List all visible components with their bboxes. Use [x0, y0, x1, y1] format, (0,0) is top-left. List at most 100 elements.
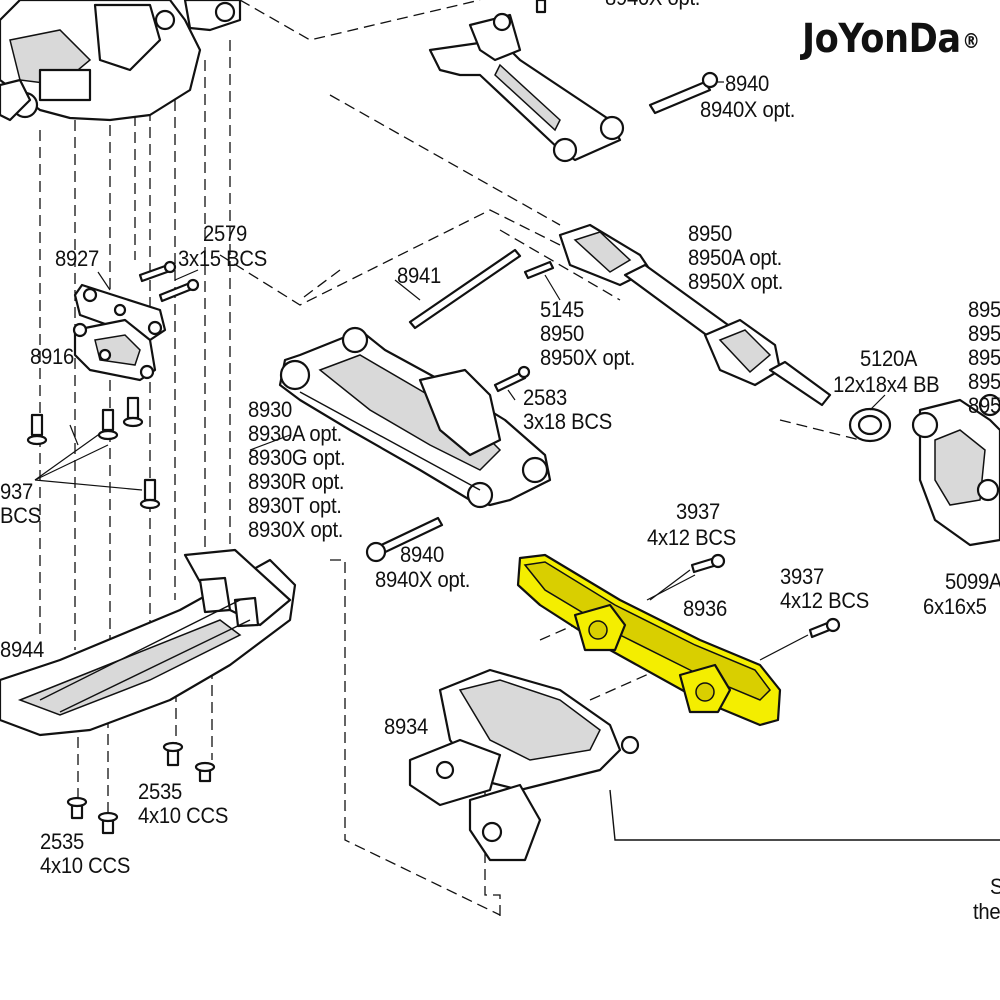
hinge-pin-upper: [648, 71, 724, 115]
callout-line: 895: [968, 369, 1000, 394]
callout-line: 8930G opt.: [248, 445, 346, 470]
callout-line: 2535: [138, 779, 182, 804]
callout-line: 5099A: [945, 569, 1000, 594]
callout-line: 2535: [40, 829, 84, 854]
bumper-8936-highlighted: [516, 553, 782, 727]
callout-8940-upper-arm: 8940: [725, 72, 769, 96]
callout-line: 937: [0, 479, 33, 504]
callout-2535-b: 2535 4x10 CCS: [40, 830, 130, 878]
callout-line: S: [990, 875, 1000, 899]
callout-line: 3x18 BCS: [523, 409, 612, 434]
callout-leaders: [97, 269, 561, 451]
callout-2579: 2579: [203, 222, 247, 246]
callout-line: the: [973, 899, 1000, 924]
callout-line: 5145: [540, 297, 584, 322]
callout-line: 4x12 BCS: [780, 588, 869, 613]
registered-mark: ®: [962, 29, 980, 53]
callout-5120a-spec: 12x18x4 BB: [833, 372, 940, 397]
callout-line: 895: [968, 297, 1000, 322]
callout-8936: 8936: [683, 597, 727, 621]
callout-line: 8927: [55, 246, 99, 271]
screws-2535: [66, 741, 216, 835]
callout-line: 2579: [203, 221, 247, 246]
callout-3937-a-spec: 4x12 BCS: [647, 526, 736, 550]
callout-8927: 8927: [55, 247, 99, 271]
skid-plate-8944: [0, 548, 297, 737]
callout-8930: 8930 8930A opt. 8930G opt. 8930R opt. 89…: [248, 397, 346, 542]
callout-line: 8950A opt.: [688, 245, 783, 270]
callout-line: 8944: [0, 637, 44, 662]
callout-line: 895: [968, 345, 1000, 370]
screws-937: [26, 396, 161, 510]
screws-3937: [649, 553, 841, 661]
callout-line: 8950X opt.: [540, 345, 636, 370]
callout-line: 8930T opt.: [248, 493, 342, 518]
callout-line: 8950: [688, 221, 732, 246]
callout-937-cut: 937 BCS: [0, 480, 41, 528]
screws-2579: [138, 260, 200, 303]
callout-line: 8941: [397, 263, 441, 288]
callout-line: 8950: [540, 321, 584, 346]
callout-8940-lower: 8940: [400, 543, 444, 567]
callout-line: 8934: [384, 714, 428, 739]
differential-housing: [0, 0, 242, 122]
callout-2579-spec: 3x15 BCS: [178, 247, 267, 271]
screw-5145: [523, 260, 555, 280]
callout-2535-a: 2535 4x10 CCS: [138, 780, 228, 828]
callout-5145: 5145 8950 8950X opt.: [540, 298, 635, 370]
callout-line: 3937: [780, 564, 824, 589]
callout-8941: 8941: [397, 264, 441, 288]
callout-8950: 8950 8950A opt. 8950X opt.: [688, 222, 783, 294]
lower-suspension-arm: [278, 326, 552, 509]
callout-line: 3x15 BCS: [178, 246, 267, 271]
bearing-5120a: [848, 394, 892, 443]
brand-name: JoYonDa: [802, 16, 961, 62]
callout-line: 8940X opt.: [700, 97, 796, 122]
brand-logo-text: JoYonDa®: [802, 16, 980, 62]
callout-8940x-upper-arm: 8940X opt.: [700, 98, 795, 122]
callout-line: 8940X opt.: [605, 0, 700, 10]
callout-3937-b: 3937 4x12 BCS: [780, 565, 869, 613]
callout-8940x-lower: 8940X opt.: [375, 568, 470, 592]
hub-carrier: [911, 393, 1000, 547]
callout-line: 8940X opt.: [375, 567, 471, 592]
callout-8916: 8916: [30, 345, 74, 369]
bumper-mount-8934: [408, 668, 1000, 862]
callout-2583: 2583 3x18 BCS: [523, 386, 612, 434]
callout-line: 8936: [683, 596, 727, 621]
screw-2583: [493, 365, 531, 393]
callout-line: 8950X opt.: [688, 269, 784, 294]
callout-line: 12x18x4 BB: [833, 372, 940, 397]
callout-line: 8940: [725, 71, 769, 96]
callout-5099a-cut: 5099A: [945, 570, 1000, 594]
callout-line: 8930: [248, 397, 292, 422]
callout-8940x-top: 8940X opt.: [605, 0, 700, 10]
hinge-pin-8941: [408, 248, 522, 330]
callout-line: 2583: [523, 385, 567, 410]
callout-895-cut: 895 895 895 895 895: [968, 298, 1000, 418]
callout-3937-a: 3937: [676, 500, 720, 524]
callout-5099a-spec-cut: 6x16x5: [923, 595, 987, 619]
callout-cut-s: S: [990, 875, 1000, 899]
callout-8944: 8944: [0, 638, 44, 662]
callout-5120a: 5120A: [860, 347, 917, 371]
callout-line: 895: [968, 393, 1000, 418]
callout-cut-the: the: [973, 900, 1000, 924]
callout-line: 8940: [400, 542, 444, 567]
callout-8934: 8934: [384, 715, 428, 739]
bracket-8916: [72, 318, 157, 382]
callout-line: 8930X opt.: [248, 517, 344, 542]
callout-line: 4x10 CCS: [138, 803, 229, 828]
drive-shaft-8950: [558, 223, 832, 407]
callout-line: 8916: [30, 344, 74, 369]
callout-line: 895: [968, 321, 1000, 346]
callout-line: 3937: [676, 499, 720, 524]
callout-line: 5120A: [860, 346, 918, 371]
callout-line: 4x12 BCS: [647, 525, 736, 550]
callout-line: BCS: [0, 503, 41, 528]
hinge-pin-lower: [365, 516, 444, 563]
callout-line: 8930A opt.: [248, 421, 343, 446]
callout-line: 4x10 CCS: [40, 853, 131, 878]
